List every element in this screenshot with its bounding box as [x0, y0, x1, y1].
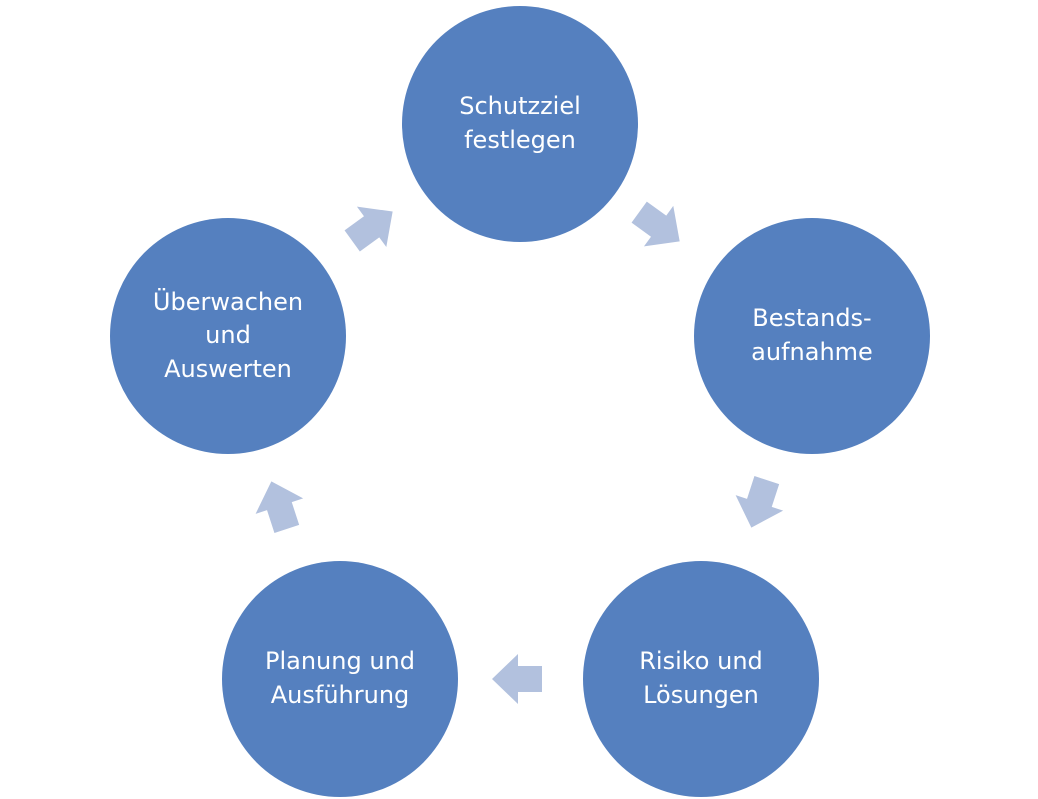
- node-schutzziel-festlegen: Schutzziel festlegen: [402, 6, 638, 242]
- arrow-4-to-0: [344, 206, 393, 252]
- node-risiko-und-loesungen: Risiko und Lösungen: [583, 561, 819, 797]
- node-planung-und-ausfuehrung: Planung und Ausführung: [222, 561, 458, 797]
- arrow-1-to-2: [735, 476, 784, 528]
- arrow-0-to-1: [631, 201, 680, 247]
- arrow-2-to-3: [492, 654, 542, 704]
- arrow-3-to-4: [255, 481, 304, 533]
- node-ueberwachen-und-auswerten: Überwachen und Auswerten: [110, 218, 346, 454]
- node-bestandsaufnahme: Bestands- aufnahme: [694, 218, 930, 454]
